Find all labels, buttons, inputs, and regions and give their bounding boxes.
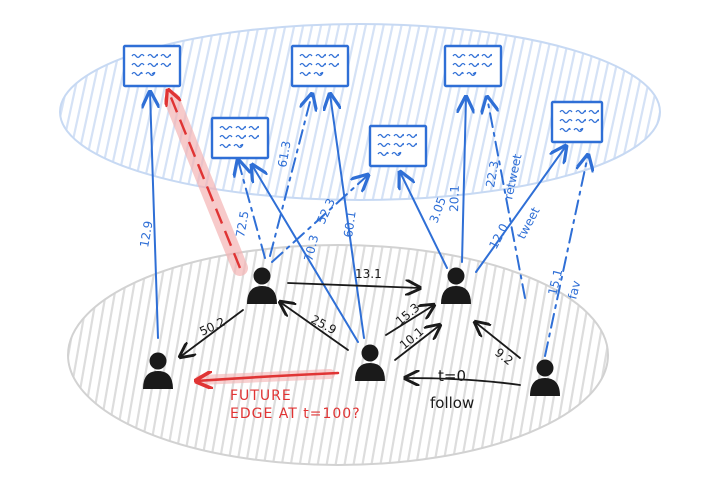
label-3-05: 3.05 <box>427 195 449 225</box>
tweet-document-icon <box>122 44 182 88</box>
edge-tweet-1 <box>150 92 158 339</box>
follow-edges <box>180 283 521 385</box>
label-follow: follow <box>430 394 474 412</box>
user-icon <box>441 267 471 304</box>
tweet-document-icon <box>290 44 350 88</box>
label-15-1: 15.1 <box>545 267 565 296</box>
edge-follow-5 <box>394 325 440 361</box>
edge-fav <box>544 155 588 357</box>
users <box>143 267 560 396</box>
edge-tweet-4 <box>271 175 368 263</box>
edge-tweet-5 <box>252 165 359 343</box>
tweet-document-icon <box>210 116 270 160</box>
edge-tweet-8 <box>462 97 466 263</box>
user-icon <box>355 344 385 381</box>
edge-tweet-3 <box>269 94 312 257</box>
label-12-0: 12.0 <box>486 221 511 251</box>
future-edge-dashed <box>168 90 242 269</box>
tweet-documents <box>122 44 604 168</box>
label-52-3: 52.3 <box>314 196 338 226</box>
label-70-3: 70.3 <box>301 233 321 262</box>
label-20-1: 20.1 <box>447 185 462 212</box>
label-72-5: 72.5 <box>233 210 251 239</box>
edge-follow-3 <box>280 302 349 351</box>
user-icon <box>247 267 277 304</box>
edge-follow-t0 <box>405 378 521 385</box>
future-edge-line1: FUTURE <box>230 388 292 404</box>
tweet-document-icon <box>550 100 604 144</box>
user-icon <box>530 359 560 396</box>
label-12-9: 12.9 <box>137 220 155 249</box>
edge-follow-4 <box>385 305 434 336</box>
label-fav: fav <box>565 279 583 301</box>
label-t-zero: t=0 <box>438 367 466 385</box>
tweet-edges <box>150 92 588 357</box>
label-60-1: 60.1 <box>341 210 359 238</box>
edge-tweet-2 <box>238 160 266 259</box>
label-61-3: 61.3 <box>275 140 293 169</box>
label-22-3: 22.3 <box>483 160 501 189</box>
edge-tweet-7 <box>400 172 448 269</box>
tweet-document-icon <box>443 44 503 88</box>
future-edge-line2: EDGE AT t=100? <box>230 406 361 422</box>
label-tweet: tweet <box>514 205 542 242</box>
tweet-document-icon <box>368 124 428 168</box>
future-edge-arrow <box>196 373 340 381</box>
edge-tweet-6 <box>330 94 365 339</box>
edge-follow-2 <box>180 309 244 357</box>
label-13-1: 13.1 <box>355 267 382 281</box>
user-icon <box>143 352 173 389</box>
edge-retweet <box>487 97 526 299</box>
edge-follow-6 <box>475 322 521 359</box>
edge-tweet-10 <box>475 146 566 273</box>
edge-follow-1 <box>287 283 420 288</box>
